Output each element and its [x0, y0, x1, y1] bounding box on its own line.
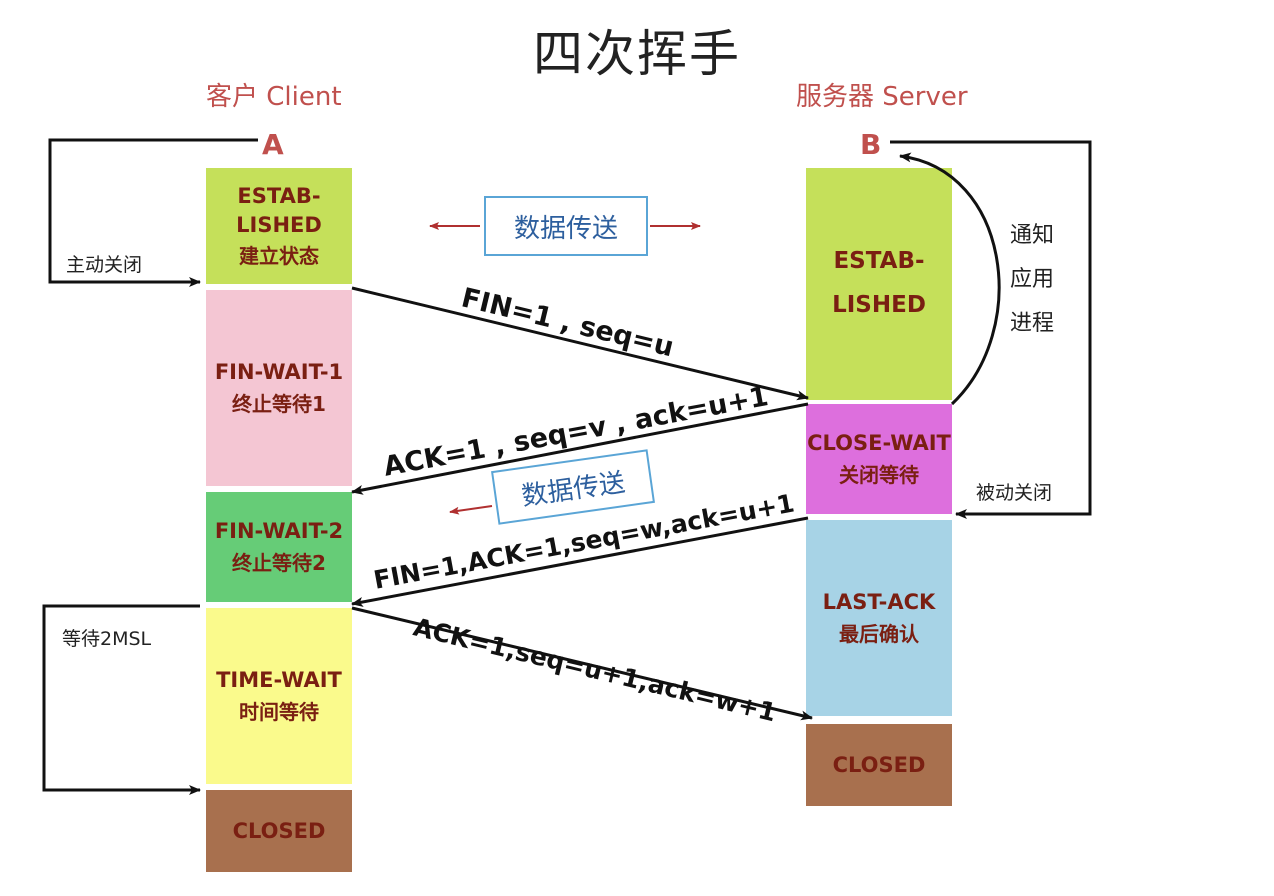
state-name: CLOSED — [832, 752, 926, 777]
client-state-fin-wait-1: FIN-WAIT-1 终止等待1 — [206, 290, 352, 486]
server-state-close-wait: CLOSE-WAIT 关闭等待 — [806, 404, 952, 514]
server-label: 服务器 Server — [796, 82, 968, 112]
notify-char: 进 — [1010, 311, 1033, 336]
notify-char: 通 — [1010, 223, 1033, 248]
client-state-time-wait: TIME-WAIT 时间等待 — [206, 608, 352, 784]
passive-close-label: 被动关闭 — [976, 482, 1053, 504]
active-close-loop-line — [48, 138, 258, 287]
client-node-letter: A — [262, 128, 284, 161]
data-transfer-box-1: 数据传送 — [484, 196, 648, 256]
state-name: ESTAB- LISHED — [832, 248, 926, 318]
state-name: CLOSED — [232, 818, 326, 843]
state-desc: 关闭等待 — [839, 462, 919, 487]
state-name: FIN-WAIT-1 — [214, 360, 344, 385]
msg-ack-line — [351, 402, 809, 495]
diagram-title: 四次挥手 — [533, 25, 741, 83]
server-state-closed: CLOSED — [806, 724, 952, 806]
state-desc: 终止等待2 — [232, 550, 326, 575]
msg-fin-line — [351, 286, 809, 401]
notify-char: 程 — [1032, 311, 1055, 336]
wait-2msl-label: 等待2MSL — [62, 628, 152, 650]
server-state-last-ack: LAST-ACK 最后确认 — [806, 520, 952, 716]
notify-char: 用 — [1032, 267, 1055, 292]
state-desc: 终止等待1 — [232, 391, 326, 416]
server-node-letter: B — [860, 128, 882, 161]
notify-app-label: 通知 应用 进程 — [1010, 214, 1070, 346]
state-name: LAST-ACK — [822, 590, 936, 615]
state-name: ESTAB- LISHED — [236, 184, 322, 237]
state-name: CLOSE-WAIT — [807, 431, 951, 456]
msg-final-ack-line — [351, 606, 813, 721]
wait-2msl-loop-line — [42, 604, 201, 795]
server-state-established: ESTAB- LISHED — [806, 168, 952, 400]
notify-app-curve — [899, 152, 1001, 406]
active-close-label: 主动关闭 — [66, 254, 143, 276]
client-state-established: ESTAB- LISHED 建立状态 — [206, 168, 352, 284]
state-name: TIME-WAIT — [216, 668, 342, 693]
notify-char: 知 — [1032, 223, 1055, 248]
client-state-fin-wait-2: FIN-WAIT-2 终止等待2 — [206, 492, 352, 602]
client-state-closed: CLOSED — [206, 790, 352, 872]
data-transfer-2-arrow — [449, 505, 493, 515]
client-label: 客户 Client — [206, 82, 342, 112]
state-desc: 建立状态 — [239, 243, 319, 268]
msg-fin-ack-line — [351, 516, 809, 607]
passive-close-loop-line — [890, 140, 1092, 519]
state-desc: 最后确认 — [839, 621, 919, 646]
notify-char: 应 — [1010, 267, 1033, 292]
state-desc: 时间等待 — [239, 699, 319, 724]
state-name: FIN-WAIT-2 — [214, 519, 344, 544]
